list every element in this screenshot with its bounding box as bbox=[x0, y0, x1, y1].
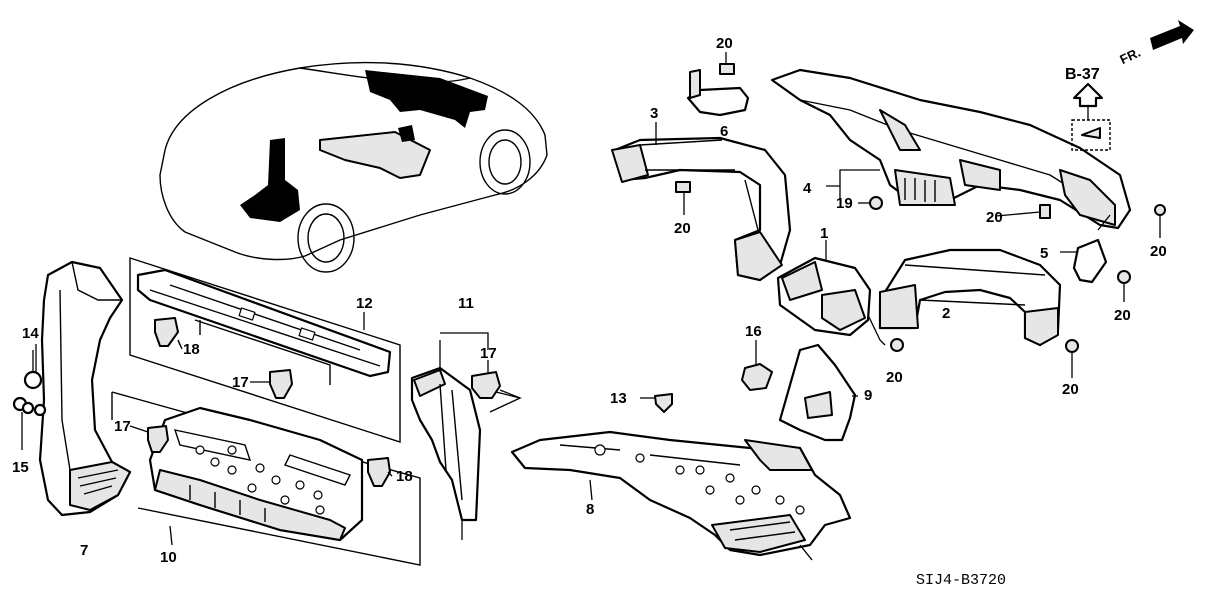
part-12-plate bbox=[136, 268, 392, 385]
part-11-vertical-duct bbox=[410, 340, 482, 540]
clip-16 bbox=[741, 340, 773, 391]
pin-13 bbox=[640, 393, 673, 413]
callout-20-right: 20 bbox=[1150, 243, 1167, 260]
part-1-outlet bbox=[776, 240, 886, 346]
screw-20-part4-mid bbox=[1039, 204, 1051, 219]
part-4-leader bbox=[826, 169, 880, 200]
screw-20-part2 bbox=[1065, 339, 1079, 378]
callout-3: 3 bbox=[650, 105, 658, 122]
diagram-code: SIJ4-B3720 bbox=[916, 572, 1006, 589]
screw-20-part5 bbox=[1117, 270, 1131, 302]
clip-17-upper bbox=[269, 369, 293, 399]
plate-10-holes bbox=[195, 445, 325, 515]
callout-18-upper: 18 bbox=[183, 341, 200, 358]
clip-19 bbox=[869, 196, 883, 210]
part-2-curved-duct bbox=[878, 248, 1062, 347]
callout-2: 2 bbox=[942, 305, 950, 322]
callout-13: 13 bbox=[610, 390, 627, 407]
front-arrow-icon bbox=[1150, 20, 1194, 50]
vehicle-outline bbox=[159, 61, 548, 273]
callout-5: 5 bbox=[1040, 245, 1048, 262]
callout-12: 12 bbox=[356, 295, 373, 312]
part-6-bracket bbox=[686, 52, 750, 117]
clip-14 bbox=[23, 350, 43, 390]
callout-14: 14 bbox=[22, 325, 39, 342]
clip-18-upper bbox=[154, 317, 181, 347]
callout-16: 16 bbox=[745, 323, 762, 340]
part-10-plate bbox=[148, 406, 364, 542]
clip-17-duct bbox=[471, 371, 521, 399]
clip-17-lower bbox=[147, 425, 169, 453]
screw-15 bbox=[12, 396, 47, 450]
callout-17-duct: 17 bbox=[480, 345, 497, 362]
reference-arrow bbox=[1072, 82, 1104, 108]
callout-9: 9 bbox=[864, 387, 872, 404]
callout-20-part4: 20 bbox=[986, 209, 1003, 226]
part-9-bracket bbox=[778, 343, 858, 442]
part-12-plate-box bbox=[129, 257, 401, 443]
callout-4: 4 bbox=[803, 180, 812, 197]
clip-18-lower bbox=[367, 457, 391, 487]
part-7-side-duct bbox=[38, 260, 132, 517]
plate-8-holes bbox=[594, 444, 805, 515]
callout-20-part1: 20 bbox=[886, 369, 903, 386]
screw-20-part3 bbox=[675, 181, 691, 215]
front-marker: FR. bbox=[1117, 45, 1142, 67]
callout-20-top: 20 bbox=[716, 35, 733, 52]
callout-20-part5: 20 bbox=[1114, 307, 1131, 324]
callout-17-upper: 17 bbox=[232, 374, 249, 391]
callout-7: 7 bbox=[80, 542, 88, 559]
callout-8: 8 bbox=[586, 501, 594, 518]
callout-11: 11 bbox=[458, 295, 474, 312]
callout-10: 10 bbox=[160, 549, 177, 566]
part-11-leader bbox=[440, 332, 522, 413]
callout-numbers: 1 2 3 4 5 6 7 8 9 10 11 12 13 14 15 16 1… bbox=[12, 35, 1167, 566]
callout-1: 1 bbox=[820, 225, 828, 242]
callout-18-lower: 18 bbox=[396, 468, 413, 485]
part-4-main-duct bbox=[770, 68, 1132, 230]
screw-20-part1 bbox=[890, 338, 904, 352]
callout-15: 15 bbox=[12, 459, 29, 476]
screw-20-part4-right bbox=[1154, 204, 1166, 238]
part-5-bracket bbox=[1060, 238, 1108, 284]
callout-20-part2: 20 bbox=[1062, 381, 1079, 398]
part-3-upper-duct bbox=[611, 122, 792, 282]
callout-6: 6 bbox=[720, 123, 728, 140]
reference-label: B-37 bbox=[1065, 66, 1100, 83]
leader-lines bbox=[35, 202, 1111, 477]
callout-20-part3: 20 bbox=[674, 220, 691, 237]
callout-17-lower: 17 bbox=[114, 418, 131, 435]
callout-19: 19 bbox=[836, 195, 853, 212]
part-8-floor-plate bbox=[510, 430, 852, 561]
